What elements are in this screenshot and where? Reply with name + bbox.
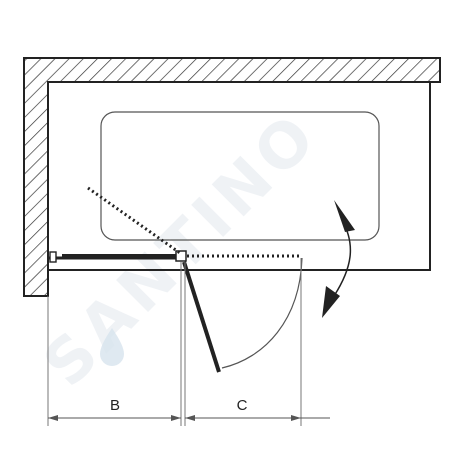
water-drop-icon (100, 328, 124, 366)
dimension-c: C (185, 397, 330, 421)
fixed-panel (47, 251, 180, 264)
rotation-arrow (322, 200, 355, 318)
wall-profile (49, 251, 57, 263)
rotation-arrow-head-bottom (322, 286, 340, 318)
door-open-solid (182, 261, 221, 373)
dimension-b-label: B (110, 397, 120, 414)
bathtub-outline (48, 81, 431, 271)
rotation-arrow-head-top (334, 200, 355, 232)
bathtub-basin (100, 111, 380, 241)
door-inward-dotted (87, 186, 181, 255)
dimension-c-label: C (237, 397, 248, 414)
dimension-b: B (48, 397, 181, 421)
hinge (175, 250, 187, 262)
door-swing-arc (221, 257, 303, 369)
dimension-extension-lines (47, 258, 302, 426)
